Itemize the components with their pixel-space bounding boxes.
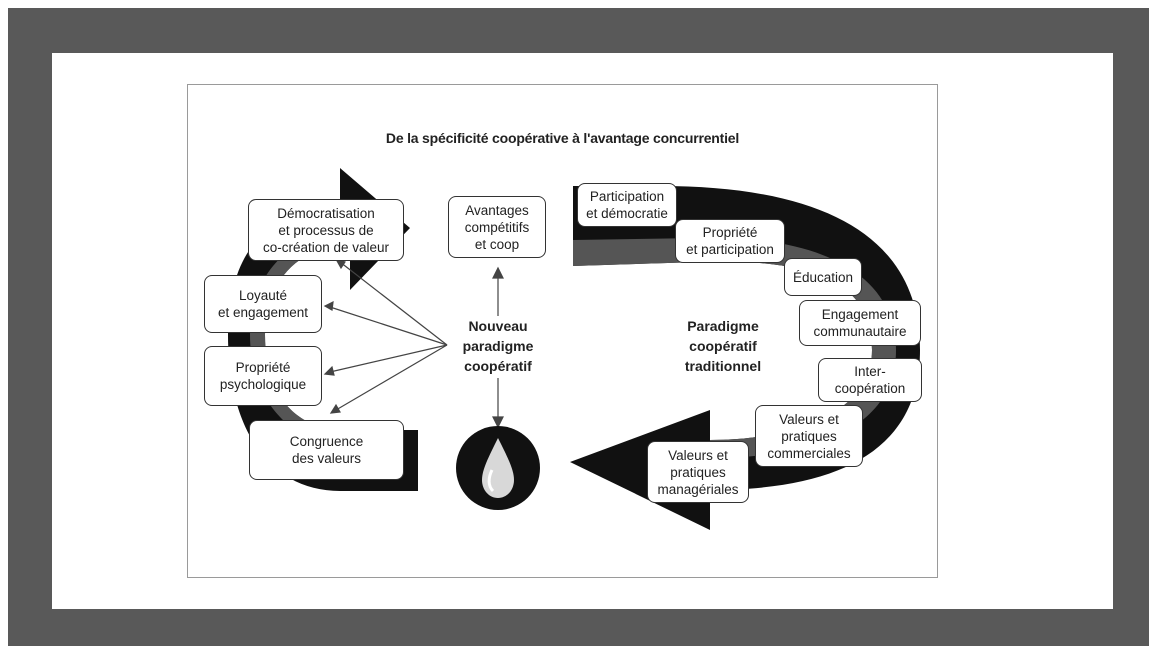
traditional-paradigm-label: Paradigme coopératif traditionnel	[684, 318, 762, 374]
diagram-title: De la spécificité coopérative à l'avanta…	[385, 130, 740, 146]
right-box-education: Éducation	[784, 258, 862, 296]
left-box-value-congruence: Congruence des valeurs	[249, 420, 404, 480]
right-box-intercooperation: Inter- coopération	[818, 358, 922, 402]
left-box-democratisation: Démocratisation et processus de co-créat…	[248, 199, 404, 261]
center-arrows	[323, 257, 504, 429]
right-box-community: Engagement communautaire	[799, 300, 921, 346]
top-box-competitive-advantages: Avantages compétitifs et coop	[448, 196, 546, 258]
left-box-loyalty: Loyauté et engagement	[204, 275, 322, 333]
left-box-psychological-ownership: Propriété psychologique	[204, 346, 322, 406]
right-box-commercial-values: Valeurs et pratiques commerciales	[755, 405, 863, 467]
new-paradigm-label: Nouveau paradigme coopératif	[462, 318, 534, 374]
right-box-participation: Participation et démocratie	[577, 183, 677, 227]
right-box-managerial-values: Valeurs et pratiques managériales	[647, 441, 749, 503]
drop-icon	[456, 426, 540, 510]
right-box-ownership: Propriété et participation	[675, 219, 785, 263]
